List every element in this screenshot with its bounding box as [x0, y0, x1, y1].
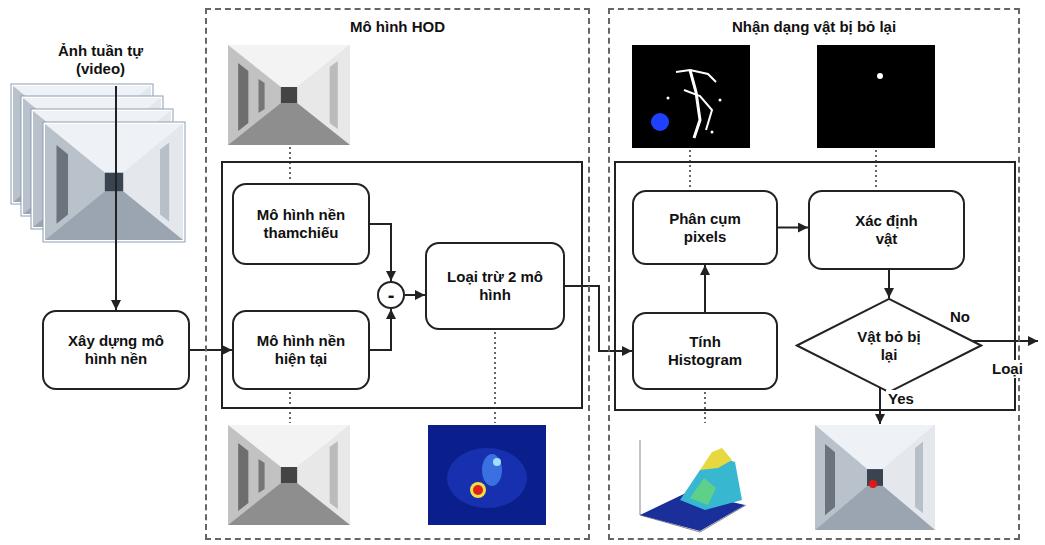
- subtract-circle: -: [377, 281, 405, 309]
- flow-arrow: [190, 349, 232, 351]
- process-box: Xây dựng mô hình nền: [42, 310, 190, 390]
- video-input: Ảnh tuần tự (video): [8, 42, 193, 86]
- branch-label: Yes: [886, 390, 916, 408]
- node-text: Mô hình nền thamchiếu: [245, 206, 357, 242]
- process-box: Tính Histogram: [632, 312, 778, 390]
- yes-output-arrow: [879, 384, 881, 424]
- node-text: Vật bỏ bị lại: [854, 328, 924, 364]
- branch-label: No: [948, 308, 972, 326]
- video-frame-stack: [11, 84, 185, 242]
- flow-arrow: [704, 265, 706, 312]
- process-box: Mô hình nền thamchiếu: [232, 183, 370, 265]
- flow-arrow: [405, 294, 425, 296]
- object-mask-image: [817, 45, 935, 148]
- node-text: Mô hình nền hiện tại: [245, 332, 357, 368]
- reference-background-image: [228, 45, 350, 145]
- flow-arrow: [888, 270, 890, 298]
- node-text: Ảnh tuần tự (video): [43, 42, 158, 78]
- node-text: Tính Histogram: [659, 333, 751, 369]
- node-text: -: [388, 285, 395, 305]
- module-panel: Mô hình HOD Mô hình nền thamchiếu Mô hình …: [205, 8, 590, 540]
- pixel-cluster-image: [632, 45, 750, 148]
- panel-heading: Mô hình HOD: [207, 18, 588, 36]
- process-box: Loại trừ 2 mô hình: [425, 242, 565, 330]
- flow-arrow: [370, 224, 391, 281]
- leader-lines: [290, 147, 876, 423]
- flow-arrow: [565, 286, 632, 351]
- detected-object-image: [815, 425, 935, 530]
- panel-heading: Nhận dạng vật bị bỏ lại: [610, 18, 1018, 36]
- inner-frame: [222, 162, 582, 408]
- output-label: Loại: [990, 360, 1025, 378]
- process-box: Xác định vật: [808, 190, 965, 270]
- node-text: Xác định vật: [847, 212, 927, 248]
- flow-arrow: [370, 309, 391, 350]
- flow-arrow: [115, 86, 117, 310]
- node-text: Xây dựng mô hình nền: [60, 332, 172, 368]
- inner-frame: [615, 162, 1015, 410]
- process-box: Mô hình nền hiện tại: [232, 310, 370, 390]
- node-text: Loại trừ 2 mô hình: [445, 268, 545, 304]
- module-panel: Nhận dạng vật bị bỏ lạiTính Histogram Phâ…: [608, 8, 1020, 540]
- current-background-image: [228, 425, 350, 525]
- process-box: Phân cụm pixels: [632, 190, 778, 265]
- node-text: Phân cụm pixels: [659, 210, 751, 246]
- flow-arrow: [778, 227, 808, 229]
- no-output-arrow: [965, 340, 1038, 342]
- difference-heatmap: [428, 425, 546, 525]
- histogram-plot: [630, 425, 750, 537]
